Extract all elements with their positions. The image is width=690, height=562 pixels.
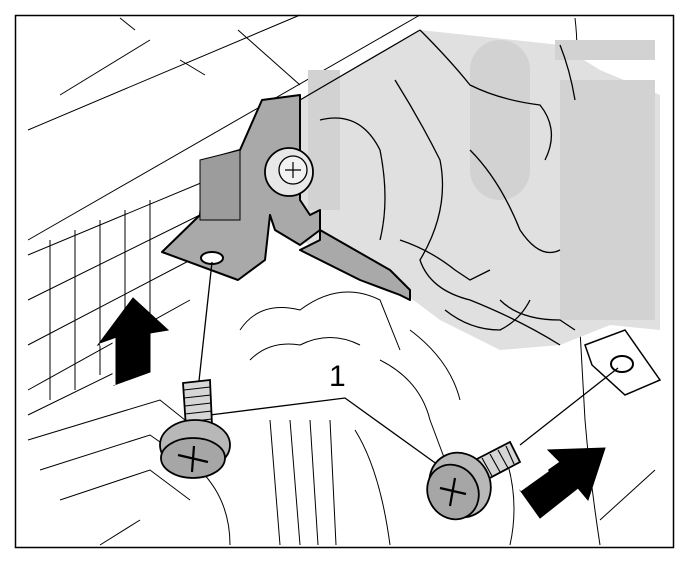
- housing-linework: [299, 29, 576, 346]
- watermark-logo: [308, 40, 655, 320]
- bracket-side: [199, 149, 241, 221]
- guide-line-right: [519, 367, 619, 446]
- callout-leader: [209, 397, 446, 471]
- background-linework: [27, 14, 656, 546]
- guide-line-left: [197, 261, 213, 391]
- arrow-up-icon: [96, 297, 170, 386]
- arrow-up-right-icon: [519, 447, 606, 519]
- mounting-bracket: [161, 94, 411, 301]
- callout-number: 1: [329, 360, 346, 393]
- right-tab-hole: [610, 355, 634, 373]
- housing-screw: [264, 147, 314, 197]
- screw-icon: [159, 378, 231, 479]
- screw-icon: [426, 440, 522, 521]
